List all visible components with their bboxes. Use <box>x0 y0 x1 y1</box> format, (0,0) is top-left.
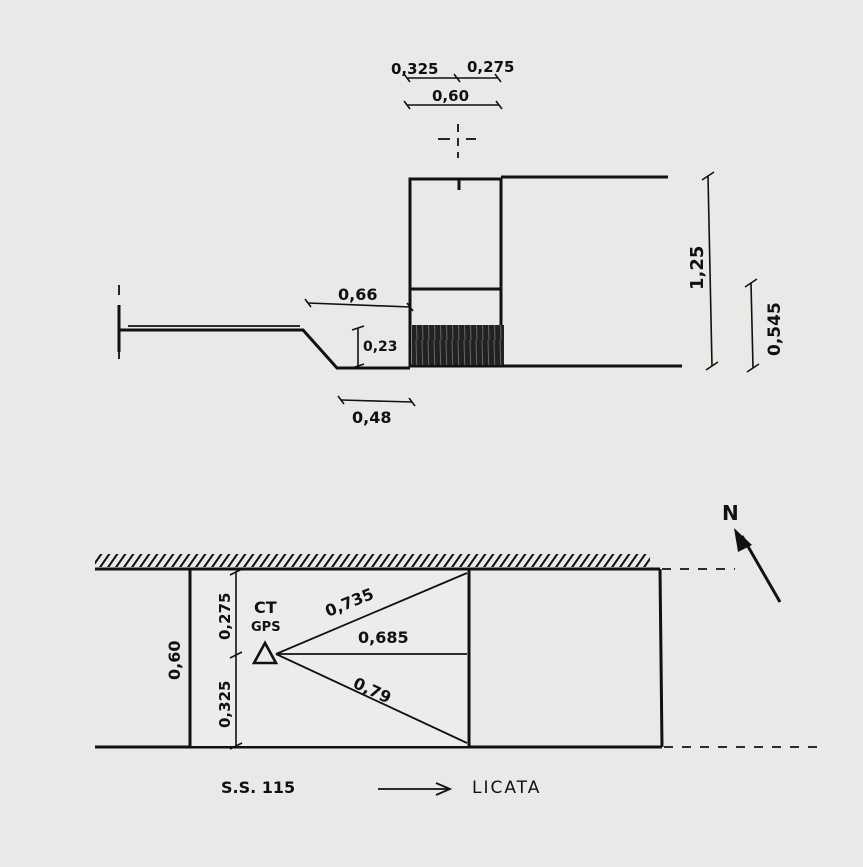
direction-arrow-icon <box>378 782 453 796</box>
dim-line-0275 <box>457 73 502 83</box>
dim-line-066 <box>304 298 414 312</box>
dim-line-060 <box>403 100 503 110</box>
north-arrow-icon <box>734 528 782 603</box>
gps-triangle-icon <box>251 640 279 665</box>
ground-profile-line <box>119 328 410 370</box>
width-label-0275: 0,275 <box>216 593 234 640</box>
plan-right-edge <box>658 568 664 748</box>
dim-line-048 <box>337 395 416 407</box>
dim-line-125 <box>701 171 719 371</box>
road-destination: LICATA <box>472 778 541 798</box>
dim-label-0275: 0,275 <box>467 58 514 76</box>
measure-line-0735 <box>275 572 468 655</box>
marker-title: CT <box>254 598 277 617</box>
dim-label-060: 0,60 <box>432 87 469 105</box>
dim-line-0545 <box>744 278 760 373</box>
width-label-0325: 0,325 <box>216 681 234 728</box>
crosshair-icon <box>438 124 476 158</box>
plan-view: 0,735 0,685 0,79 CT GPS 0,60 0,275 0,325 <box>95 554 822 750</box>
dim-line-plan-split <box>229 568 243 750</box>
pillar-outline <box>408 177 503 368</box>
dim-line-023 <box>351 325 365 369</box>
road-name: S.S. 115 <box>221 778 295 797</box>
wall-hatch <box>95 554 650 567</box>
dim-label-125: 1,25 <box>687 246 708 290</box>
dim-label-048: 0,48 <box>352 408 391 427</box>
width-label-060: 0,60 <box>165 641 184 680</box>
measure-label-0685: 0,685 <box>358 628 409 647</box>
measure-line-079 <box>275 653 468 744</box>
dim-label-066: 0,66 <box>338 285 377 304</box>
grass-fill <box>412 325 504 365</box>
elevation-view: 0,325 0,275 0,60 1,25 0,545 0,66 <box>117 58 785 427</box>
marker-subtitle: GPS <box>251 620 281 635</box>
dim-label-0325: 0,325 <box>391 60 438 78</box>
dim-label-023: 0,23 <box>363 339 398 355</box>
dim-label-0545: 0,545 <box>765 302 785 356</box>
north-label: N <box>722 501 739 525</box>
